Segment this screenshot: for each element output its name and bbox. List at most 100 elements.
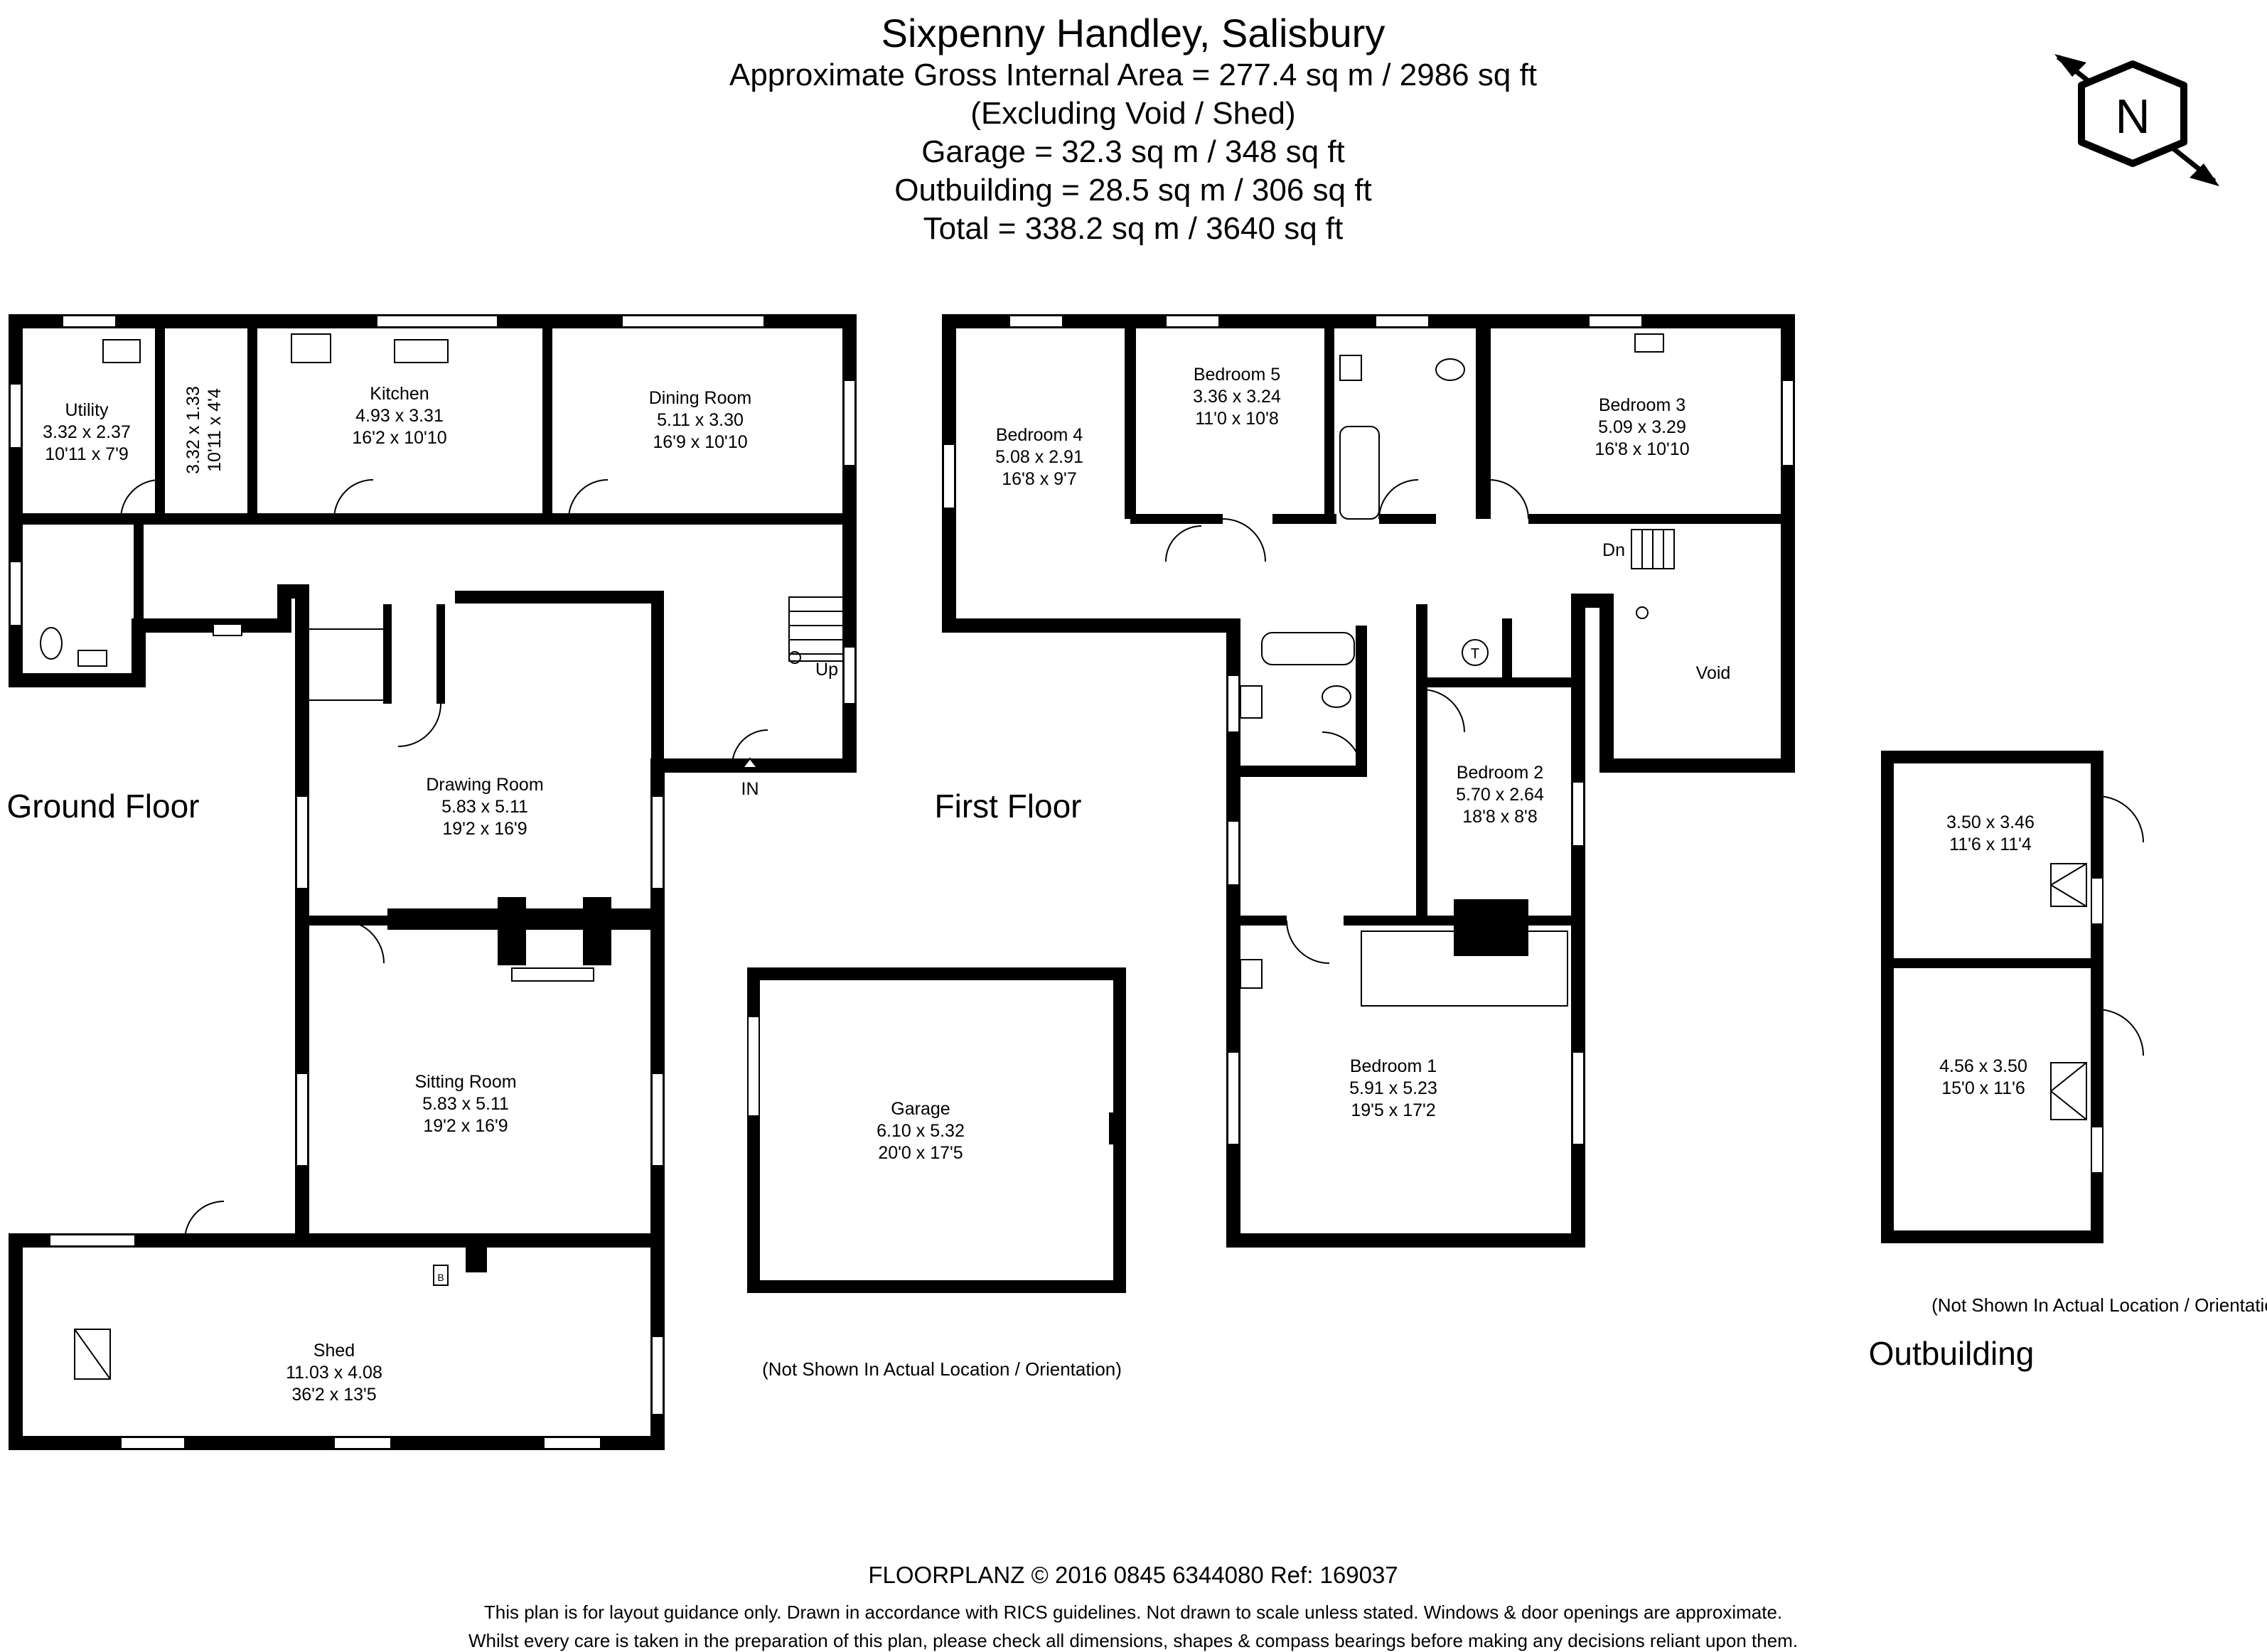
room-shed: Shed 11.03 x 4.08 36'2 x 13'5: [286, 1341, 382, 1405]
svg-text:Bedroom 1: Bedroom 1: [1350, 1056, 1437, 1076]
svg-text:Void: Void: [1696, 663, 1731, 683]
svg-text:19'5 x 17'2: 19'5 x 17'2: [1351, 1100, 1435, 1120]
outbuilding-area-line: Outbuilding = 28.5 sq m / 306 sq ft: [894, 173, 1371, 208]
svg-text:19'2 x 16'9: 19'2 x 16'9: [442, 819, 527, 839]
bedroom1-basin-icon: [1240, 959, 1263, 989]
credit-line: FLOORPLANZ © 2016 0845 6344080 Ref: 1690…: [868, 1562, 1398, 1588]
svg-text:11.03 x 4.08: 11.03 x 4.08: [286, 1363, 382, 1383]
room-outbuilding-upper: 3.50 x 3.46 11'6 x 11'4: [1946, 812, 2035, 854]
room-bedroom4: Bedroom 4 5.08 x 2.91 16'8 x 9'7: [995, 425, 1083, 489]
svg-text:11'0 x 10'8: 11'0 x 10'8: [1195, 409, 1279, 429]
excluding-line: (Excluding Void / Shed): [970, 96, 1295, 131]
ground-floor-label: Ground Floor: [6, 788, 199, 825]
svg-text:5.08 x 2.91: 5.08 x 2.91: [995, 447, 1083, 467]
room-bedroom1: Bedroom 1 5.91 x 5.23 19'5 x 17'2: [1349, 1056, 1437, 1120]
outbuilding-lower-skylight-icon: [2050, 1062, 2087, 1120]
bath-icon: [1339, 426, 1380, 520]
boiler-label: B: [437, 1272, 444, 1283]
room-void: Void: [1696, 663, 1731, 683]
room-outbuilding-lower: 4.56 x 3.50 15'0 x 11'6: [1939, 1056, 2027, 1098]
shed-skylight-icon: [74, 1329, 111, 1380]
garage-area-line: Garage = 32.3 sq m / 348 sq ft: [921, 134, 1345, 169]
toilet-icon: [1435, 358, 1465, 381]
svg-text:Shed: Shed: [313, 1341, 355, 1361]
svg-text:3.32 x 2.37: 3.32 x 2.37: [43, 422, 131, 442]
boiler-icon: [433, 1265, 449, 1286]
room-utility: Utility 3.32 x 2.37 10'11 x 7'9: [43, 400, 131, 464]
svg-text:20'0 x 17'5: 20'0 x 17'5: [878, 1143, 963, 1163]
tank-label: T: [1471, 646, 1479, 662]
kitchen-sink-icon: [394, 339, 449, 363]
svg-text:5.83 x 5.11: 5.83 x 5.11: [422, 1094, 509, 1114]
outbuilding-orientation-note: (Not Shown In Actual Location / Orientat…: [1931, 1294, 2267, 1316]
room-garage: Garage 6.10 x 5.32 20'0 x 17'5: [877, 1099, 965, 1163]
staircase-first: [1631, 529, 1675, 619]
svg-text:6.10 x 5.32: 6.10 x 5.32: [877, 1121, 965, 1141]
north-arrow-icon: N: [2054, 54, 2219, 186]
svg-text:Garage: Garage: [891, 1099, 950, 1119]
svg-text:Bedroom 3: Bedroom 3: [1599, 395, 1685, 415]
ensuite-basin-icon: [1240, 685, 1263, 719]
down-label: Dn: [1602, 540, 1625, 560]
svg-text:Utility: Utility: [65, 400, 109, 420]
svg-text:Drawing Room: Drawing Room: [426, 775, 543, 795]
room-pantry: 3.32 x 1.33 10'11 x 4'4: [183, 386, 225, 474]
room-kitchen: Kitchen 4.93 x 3.31 16'2 x 10'10: [352, 384, 446, 448]
ensuite-toilet-icon: [1322, 685, 1351, 708]
svg-text:5.83 x 5.11: 5.83 x 5.11: [441, 797, 528, 817]
outbuilding-label: Outbuilding: [1869, 1335, 2035, 1372]
svg-text:3.32 x 1.33: 3.32 x 1.33: [183, 386, 203, 474]
svg-text:3.36 x 3.24: 3.36 x 3.24: [1193, 387, 1281, 407]
svg-text:4.93 x 3.31: 4.93 x 3.31: [355, 406, 444, 426]
tank-icon: [1462, 639, 1489, 666]
svg-text:19'2 x 16'9: 19'2 x 16'9: [423, 1116, 508, 1136]
room-drawing: Drawing Room 5.83 x 5.11 19'2 x 16'9: [426, 775, 543, 839]
disclaimer-line-2: Whilst every care is taken in the prepar…: [468, 1630, 1798, 1651]
room-bedroom3: Bedroom 3 5.09 x 3.29 16'8 x 10'10: [1595, 395, 1689, 459]
basin-icon: [1339, 355, 1362, 381]
svg-text:36'2 x 13'5: 36'2 x 13'5: [291, 1385, 376, 1405]
utility-sink-icon: [102, 339, 141, 363]
entrance-label: IN: [741, 779, 759, 799]
svg-text:16'8 x 10'10: 16'8 x 10'10: [1595, 439, 1689, 459]
room-bedroom5: Bedroom 5 3.36 x 3.24 11'0 x 10'8: [1193, 365, 1281, 429]
svg-text:Sitting Room: Sitting Room: [414, 1072, 516, 1092]
garage-plan: Garage 6.10 x 5.32 20'0 x 17'5 (Not Show…: [747, 967, 1126, 1380]
svg-text:3.50 x 3.46: 3.50 x 3.46: [1946, 812, 2035, 832]
first-floor-label: First Floor: [935, 788, 1082, 825]
svg-text:15'0 x 11'6: 15'0 x 11'6: [1941, 1078, 2025, 1098]
up-label: Up: [815, 660, 838, 680]
disclaimer-line-1: This plan is for layout guidance only. D…: [484, 1602, 1782, 1623]
entrance-marker: IN: [741, 757, 759, 799]
svg-text:16'9 x 10'10: 16'9 x 10'10: [653, 432, 747, 452]
total-area-line: Total = 338.2 sq m / 3640 sq ft: [923, 211, 1344, 246]
bedroom3-basin-icon: [1634, 333, 1664, 353]
svg-text:5.09 x 3.29: 5.09 x 3.29: [1598, 417, 1686, 437]
room-sitting: Sitting Room 5.83 x 5.11 19'2 x 16'9: [414, 1072, 516, 1136]
garage-orientation-note: (Not Shown In Actual Location / Orientat…: [762, 1358, 1122, 1380]
room-bedroom2: Bedroom 2 5.70 x 2.64 18'8 x 8'8: [1456, 763, 1544, 827]
ground-floor-plan: IN Up B Utility 3.32 x 2: [6, 314, 857, 1450]
footer: FLOORPLANZ © 2016 0845 6344080 Ref: 1690…: [468, 1562, 1798, 1651]
header: Sixpenny Handley, Salisbury Approximate …: [729, 11, 1537, 246]
room-dining: Dining Room 5.11 x 3.30 16'9 x 10'10: [649, 388, 752, 452]
svg-text:11'6 x 11'4: 11'6 x 11'4: [1949, 835, 2032, 854]
svg-text:4.56 x 3.50: 4.56 x 3.50: [1939, 1056, 2027, 1076]
hob-icon: [291, 333, 331, 363]
ensuite-bath-icon: [1261, 632, 1355, 665]
svg-text:Dining Room: Dining Room: [649, 388, 752, 408]
compass-label: N: [2115, 90, 2150, 144]
svg-text:Bedroom 2: Bedroom 2: [1457, 763, 1543, 783]
svg-text:5.91 x 5.23: 5.91 x 5.23: [1349, 1078, 1437, 1098]
svg-text:Kitchen: Kitchen: [370, 384, 429, 404]
wc-toilet-icon: [40, 627, 63, 660]
svg-text:5.11 x 3.30: 5.11 x 3.30: [657, 410, 744, 430]
svg-text:5.70 x 2.64: 5.70 x 2.64: [1456, 785, 1544, 805]
svg-text:10'11 x 7'9: 10'11 x 7'9: [45, 444, 129, 464]
gross-area-line: Approximate Gross Internal Area = 277.4 …: [729, 58, 1537, 92]
svg-text:Bedroom 4: Bedroom 4: [996, 425, 1083, 445]
svg-text:16'8 x 9'7: 16'8 x 9'7: [1002, 469, 1076, 489]
outbuilding-plan: 3.50 x 3.46 11'6 x 11'4 4.56 x 3.50 15'0…: [1869, 751, 2267, 1372]
plan-title: Sixpenny Handley, Salisbury: [881, 11, 1386, 55]
